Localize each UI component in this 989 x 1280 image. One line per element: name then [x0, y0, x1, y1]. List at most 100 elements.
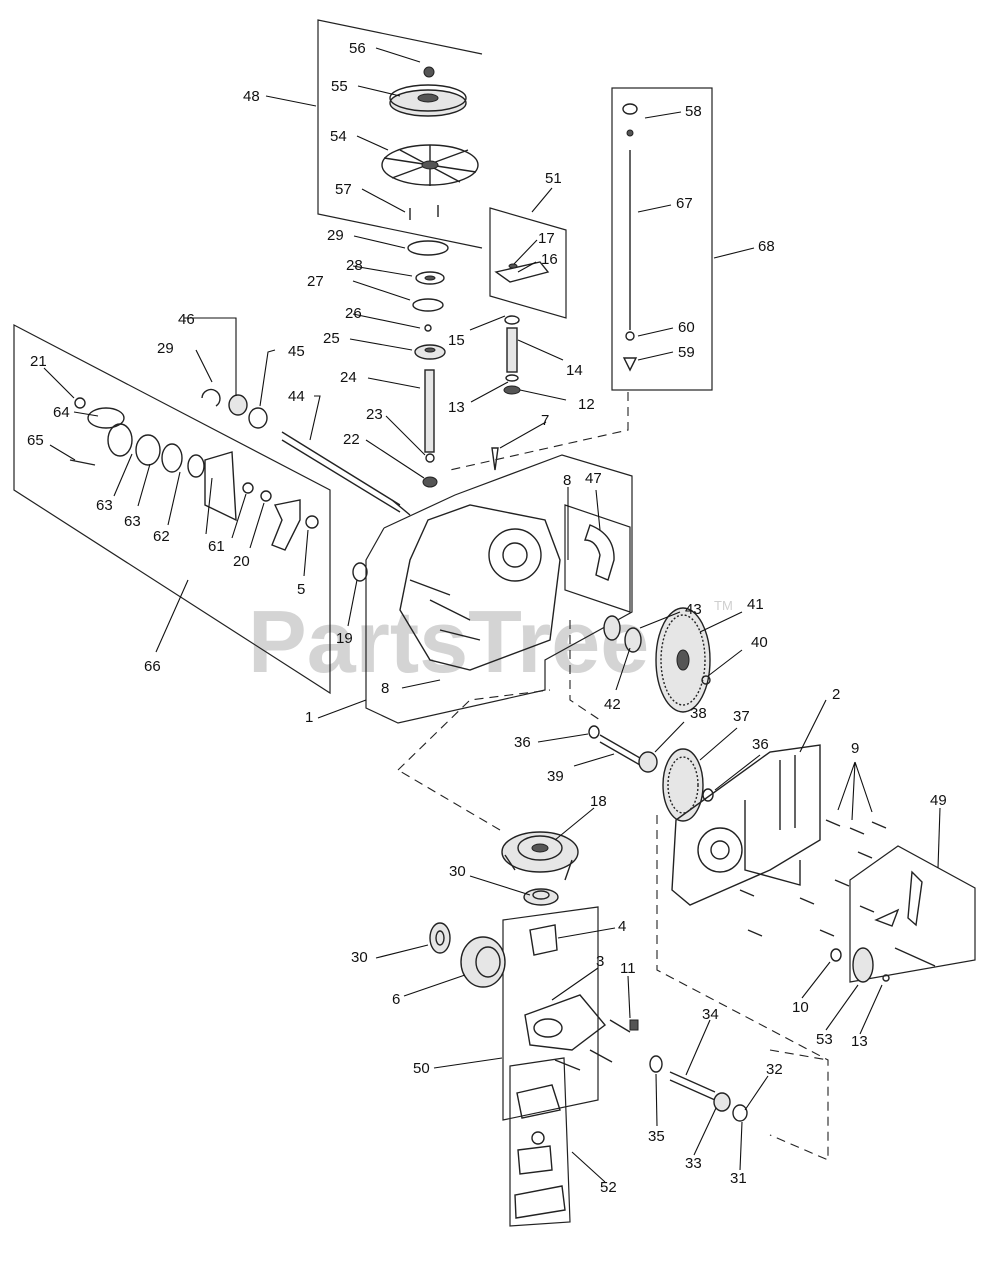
label-8-bottom[interactable]: 8: [381, 680, 389, 697]
label-47[interactable]: 47: [585, 470, 602, 487]
label-29-left[interactable]: 29: [157, 340, 174, 357]
label-7[interactable]: 7: [541, 412, 549, 429]
pin-14: [503, 315, 521, 395]
label-59[interactable]: 59: [678, 344, 695, 361]
label-4[interactable]: 4: [618, 918, 626, 935]
parts-10-53-13: [830, 947, 890, 983]
label-49[interactable]: 49: [930, 792, 947, 809]
label-17[interactable]: 17: [538, 230, 555, 247]
label-36-left[interactable]: 36: [514, 734, 531, 751]
label-23[interactable]: 23: [366, 406, 383, 423]
rings-29-46-45: [201, 388, 268, 429]
label-51[interactable]: 51: [545, 170, 562, 187]
label-13-right[interactable]: 13: [851, 1033, 868, 1050]
housing-2: [671, 744, 821, 906]
label-65[interactable]: 65: [27, 432, 44, 449]
label-35[interactable]: 35: [648, 1128, 665, 1145]
label-37[interactable]: 37: [733, 708, 750, 725]
label-12[interactable]: 12: [578, 396, 595, 413]
label-11[interactable]: 11: [620, 960, 636, 977]
label-14[interactable]: 14: [566, 362, 583, 379]
label-52[interactable]: 52: [600, 1179, 617, 1196]
label-68[interactable]: 68: [758, 238, 775, 255]
label-2[interactable]: 2: [832, 686, 840, 703]
label-46[interactable]: 46: [178, 311, 195, 328]
label-44[interactable]: 44: [288, 388, 305, 405]
label-61[interactable]: 61: [208, 538, 225, 555]
label-3[interactable]: 3: [596, 953, 604, 970]
bolts-9: [739, 819, 887, 937]
label-34[interactable]: 34: [702, 1006, 719, 1023]
label-56[interactable]: 56: [349, 40, 366, 57]
label-30-left[interactable]: 30: [351, 949, 368, 966]
label-48[interactable]: 48: [243, 88, 260, 105]
label-19[interactable]: 19: [336, 630, 353, 647]
label-30-top[interactable]: 30: [449, 863, 466, 880]
label-22[interactable]: 22: [343, 431, 360, 448]
label-31[interactable]: 31: [730, 1170, 747, 1187]
label-15[interactable]: 15: [448, 332, 465, 349]
label-6[interactable]: 6: [392, 991, 400, 1008]
bracket-47: [584, 524, 615, 581]
label-28[interactable]: 28: [346, 257, 363, 274]
label-20[interactable]: 20: [233, 553, 250, 570]
parts-31-35: [649, 1055, 748, 1122]
label-45[interactable]: 45: [288, 343, 305, 360]
label-24[interactable]: 24: [340, 369, 357, 386]
bearing-6: [460, 936, 506, 988]
label-55[interactable]: 55: [331, 78, 348, 95]
label-66[interactable]: 66: [144, 658, 161, 675]
label-50[interactable]: 50: [413, 1060, 430, 1077]
label-54[interactable]: 54: [330, 128, 347, 145]
label-21[interactable]: 21: [30, 353, 47, 370]
label-60[interactable]: 60: [678, 319, 695, 336]
label-1[interactable]: 1: [305, 709, 313, 726]
label-36-right[interactable]: 36: [752, 736, 769, 753]
box-66: [13, 324, 331, 695]
alignment-line-c: [397, 689, 551, 771]
alignment-line-e: [656, 815, 829, 1161]
fan-pulley-55: [389, 84, 467, 117]
label-53[interactable]: 53: [816, 1031, 833, 1048]
label-41[interactable]: 41: [747, 596, 764, 613]
label-18[interactable]: 18: [590, 793, 607, 810]
label-5[interactable]: 5: [297, 581, 305, 598]
box-50: [502, 906, 599, 1121]
label-39[interactable]: 39: [547, 768, 564, 785]
cover-18: [501, 831, 579, 881]
label-42[interactable]: 42: [604, 696, 621, 713]
label-58[interactable]: 58: [685, 103, 702, 120]
label-10[interactable]: 10: [792, 999, 809, 1016]
label-43[interactable]: 43: [685, 601, 702, 618]
alignment-line-a: [449, 392, 629, 471]
shaft-parts-stack: [407, 240, 449, 488]
label-33[interactable]: 33: [685, 1155, 702, 1172]
seal-30-top: [523, 888, 559, 906]
label-8-top[interactable]: 8: [563, 472, 571, 489]
label-57[interactable]: 57: [335, 181, 352, 198]
label-67[interactable]: 67: [676, 195, 693, 212]
bracket-16-17: [494, 261, 550, 283]
label-13[interactable]: 13: [448, 399, 465, 416]
watermark-trademark: TM: [714, 598, 733, 613]
part-number-labels: 56 55 48 54 57 29 28 27 26 25 24 23 22 5…: [27, 40, 947, 1196]
label-26[interactable]: 26: [345, 305, 362, 322]
pump-block-50: [524, 924, 639, 1071]
label-9[interactable]: 9: [851, 740, 859, 757]
label-27[interactable]: 27: [307, 273, 324, 290]
label-29[interactable]: 29: [327, 227, 344, 244]
label-63-a[interactable]: 63: [96, 497, 113, 514]
housing-1-outline: [365, 454, 633, 724]
label-63-b[interactable]: 63: [124, 513, 141, 530]
box-51: [489, 207, 567, 319]
label-40[interactable]: 40: [751, 634, 768, 651]
main-housing-1: [352, 447, 561, 671]
label-64[interactable]: 64: [53, 404, 70, 421]
label-38[interactable]: 38: [690, 705, 707, 722]
label-62[interactable]: 62: [153, 528, 170, 545]
label-16[interactable]: 16: [541, 251, 558, 268]
label-25[interactable]: 25: [323, 330, 340, 347]
label-32[interactable]: 32: [766, 1061, 783, 1078]
